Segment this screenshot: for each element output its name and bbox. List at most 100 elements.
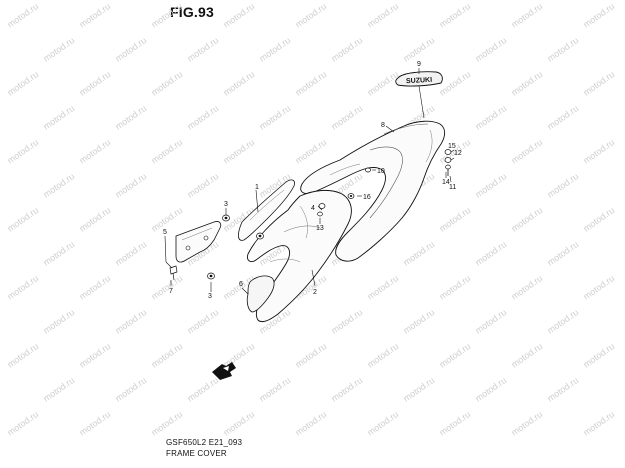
- watermark-text: motod.ru: [41, 375, 76, 404]
- watermark-text: motod.ru: [41, 239, 76, 268]
- watermark-text: motod.ru: [5, 69, 40, 98]
- watermark-text: motod.ru: [365, 409, 400, 438]
- callout-6: 6: [239, 281, 243, 288]
- watermark-text: motod.ru: [5, 273, 40, 302]
- watermark-text: motod.ru: [581, 69, 616, 98]
- callout-16: 16: [363, 194, 371, 201]
- watermark-text: motod.ru: [581, 273, 616, 302]
- watermark-text: motod.ru: [509, 137, 544, 166]
- watermark-text: motod.ru: [77, 341, 112, 370]
- watermark-text: motod.ru: [293, 137, 328, 166]
- left-mounting-bracket: [175, 221, 222, 263]
- watermark-text: motod.ru: [473, 307, 508, 336]
- watermark-text: motod.ru: [401, 307, 436, 336]
- watermark-text: motod.ru: [113, 103, 148, 132]
- watermark-text: motod.ru: [221, 409, 256, 438]
- watermark-text: motod.ru: [401, 239, 436, 268]
- watermark-text: motod.ru: [185, 307, 220, 336]
- watermark-text: motod.ru: [149, 69, 184, 98]
- hardware-stack-right: [444, 149, 452, 176]
- callout-10: 10: [377, 168, 385, 175]
- watermark-text: motod.ru: [77, 137, 112, 166]
- watermark-text: motod.ru: [41, 307, 76, 336]
- watermark-text: motod.ru: [77, 273, 112, 302]
- watermark-text: motod.ru: [113, 171, 148, 200]
- watermark-text: motod.ru: [77, 205, 112, 234]
- callout-13: 13: [316, 225, 324, 232]
- seat-tail-cowl: [300, 120, 446, 262]
- watermark-text: motod.ru: [473, 103, 508, 132]
- watermark-text: motod.ru: [149, 341, 184, 370]
- watermark-text: motod.ru: [293, 1, 328, 30]
- callout-3-upper: 3: [224, 201, 228, 208]
- grommet-middle: [256, 232, 264, 240]
- callout-15: 15: [448, 143, 456, 150]
- emblem-badge: SUZUKI: [395, 71, 443, 87]
- watermark-text: motod.ru: [329, 103, 364, 132]
- watermark-text: motod.ru: [473, 35, 508, 64]
- watermark-text: motod.ru: [401, 35, 436, 64]
- watermark-text: motod.ru: [257, 375, 292, 404]
- watermark-text: motod.ru: [41, 35, 76, 64]
- watermark-text: motod.ru: [149, 409, 184, 438]
- watermark-text: motod.ru: [149, 273, 184, 302]
- watermark-text: motod.ru: [365, 341, 400, 370]
- watermark-text: motod.ru: [185, 35, 220, 64]
- watermark-text: motod.ru: [509, 341, 544, 370]
- watermark-text: motod.ru: [329, 375, 364, 404]
- watermark-text: motod.ru: [437, 341, 472, 370]
- watermark-text: motod.ru: [581, 137, 616, 166]
- watermark-text: motod.ru: [221, 137, 256, 166]
- callout-14: 14: [442, 179, 450, 186]
- watermark-text: motod.ru: [509, 273, 544, 302]
- watermark-text: motod.ru: [545, 239, 580, 268]
- callout-2: 2: [313, 289, 317, 296]
- watermark-text: motod.ru: [581, 1, 616, 30]
- watermark-text: motod.ru: [437, 205, 472, 234]
- watermark-text: motod.ru: [365, 69, 400, 98]
- bolt-16: [347, 193, 355, 199]
- side-strip-cover: [238, 179, 295, 241]
- callout-4: 4: [311, 205, 315, 212]
- callout-11: 11: [449, 184, 456, 191]
- watermark-text: motod.ru: [437, 69, 472, 98]
- watermark-text: motod.ru: [41, 171, 76, 200]
- watermark-text: motod.ru: [437, 273, 472, 302]
- watermark-text: motod.ru: [293, 409, 328, 438]
- callout-7: 7: [169, 288, 173, 295]
- callout-3-lower: 3: [208, 293, 212, 300]
- watermark-text: motod.ru: [581, 205, 616, 234]
- watermark-text: motod.ru: [437, 1, 472, 30]
- watermark-text: motod.ru: [509, 205, 544, 234]
- watermark-text: motod.ru: [545, 103, 580, 132]
- watermark-text: motod.ru: [185, 171, 220, 200]
- emblem-text: SUZUKI: [406, 77, 432, 85]
- leader-lines: [164, 68, 455, 295]
- watermark-text: motod.ru: [545, 375, 580, 404]
- watermark-text: motod.ru: [545, 307, 580, 336]
- watermark-text: motod.ru: [185, 375, 220, 404]
- watermark-text: motod.ru: [509, 409, 544, 438]
- watermark-text: motod.ru: [437, 409, 472, 438]
- watermark-text: motod.ru: [77, 409, 112, 438]
- callout-12: 12: [454, 150, 462, 157]
- watermark-text: motod.ru: [581, 409, 616, 438]
- watermark-text: motod.ru: [77, 69, 112, 98]
- watermark-text: motod.ru: [329, 307, 364, 336]
- watermark-text: motod.ru: [149, 1, 184, 30]
- figure-code: GSF650L2 E21_093: [166, 438, 243, 447]
- watermark-text: motod.ru: [329, 35, 364, 64]
- watermark-text: motod.ru: [581, 341, 616, 370]
- callout-9: 9: [417, 61, 421, 68]
- watermark-text: motod.ru: [293, 69, 328, 98]
- watermark-text: motod.ru: [5, 341, 40, 370]
- watermark-text: motod.ru: [5, 137, 40, 166]
- figure-name: FRAME COVER: [166, 449, 227, 458]
- watermark-text: motod.ru: [41, 103, 76, 132]
- watermark-text: motod.ru: [221, 1, 256, 30]
- watermark-text: motod.ru: [257, 35, 292, 64]
- watermark-text: motod.ru: [113, 239, 148, 268]
- watermark-text: motod.ru: [401, 375, 436, 404]
- callout-1: 1: [255, 184, 259, 191]
